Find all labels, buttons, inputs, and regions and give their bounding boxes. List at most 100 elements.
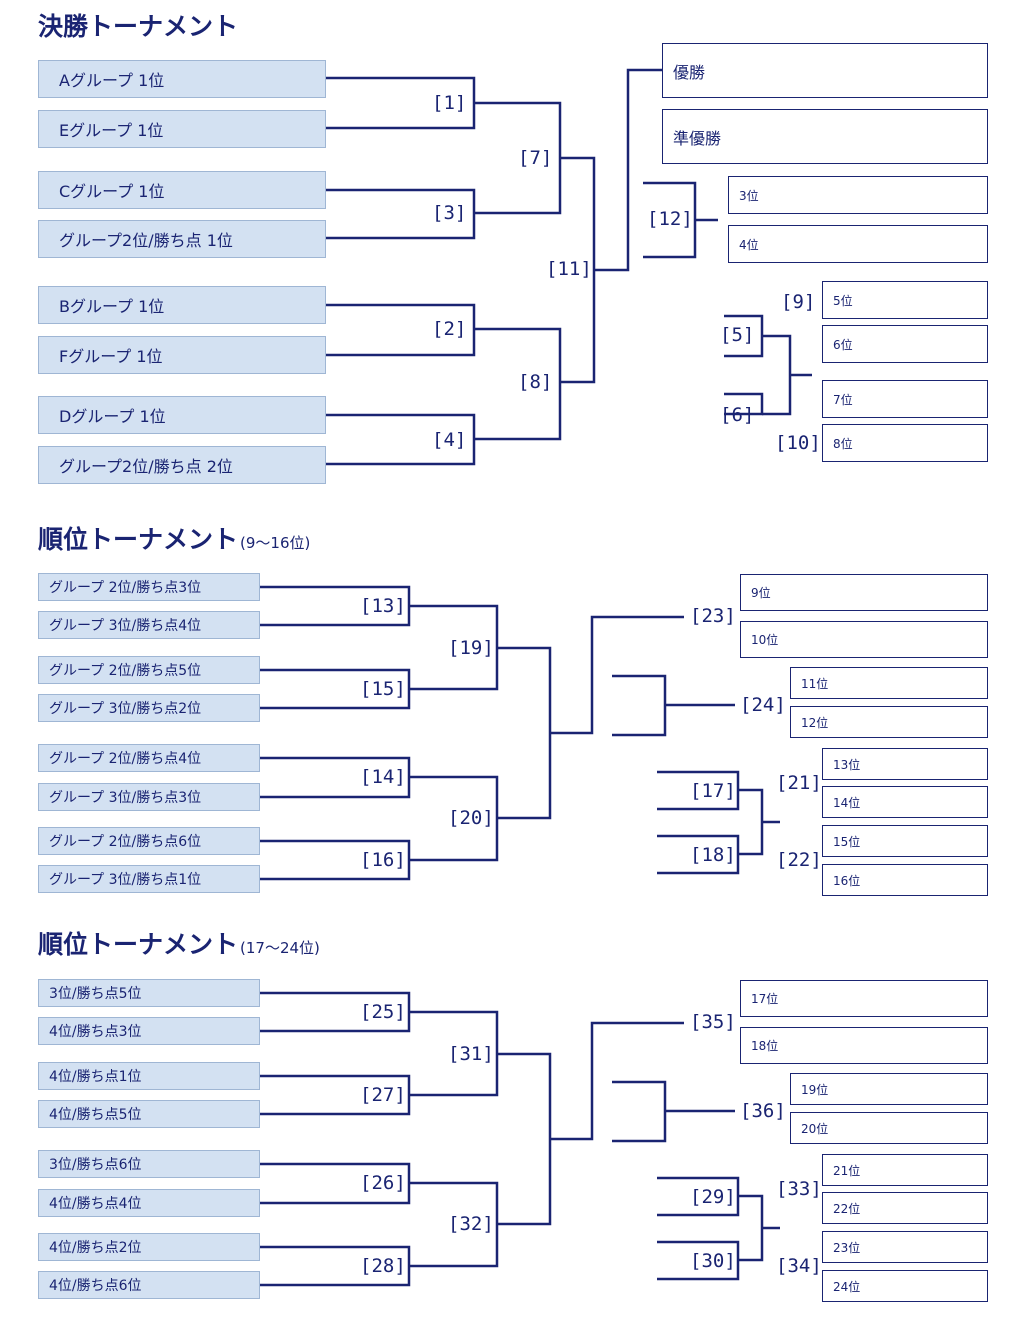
team-box: 3位/勝ち点5位 [38,979,260,1007]
bracket-line [497,1052,552,1226]
match-label: [35] [690,1011,736,1033]
match-label: [12] [647,208,693,230]
team-box: Eグループ 1位 [38,110,326,148]
bracket-line [724,392,764,416]
place-box: 11位 [790,667,988,699]
place-box: 21位 [822,1154,988,1186]
team-box: グループ 2位/勝ち点5位 [38,656,260,684]
match-label: [5] [720,324,755,346]
team-box: グループ 3位/勝ち点3位 [38,783,260,811]
title-text: 決勝トーナメント [38,12,239,41]
ranking-tournament-9-16-title: 順位トーナメント(9〜16位) [38,527,310,552]
place-box: 19位 [790,1073,988,1105]
match-label: [9] [781,291,816,313]
title-note: (17〜24位) [240,939,320,957]
place-box: 20位 [790,1112,988,1144]
match-label: [33] [776,1178,822,1200]
place-box: 18位 [740,1027,988,1064]
match-label: [10] [775,432,821,454]
match-label: [15] [360,678,406,700]
match-label: [31] [448,1043,494,1065]
place-box: 3位 [728,176,988,214]
bracket-line [474,327,562,441]
team-box: 3位/勝ち点6位 [38,1150,260,1178]
place-box: 9位 [740,574,988,611]
match-label: [21] [776,772,822,794]
team-box: 4位/勝ち点6位 [38,1271,260,1299]
place-box: 13位 [822,748,988,780]
bracket-line [550,1021,684,1141]
final-tournament-title: 決勝トーナメント [38,14,238,39]
match-label: [8] [518,371,553,393]
team-box: Aグループ 1位 [38,60,326,98]
bracket-line [738,1194,764,1262]
team-box: Cグループ 1位 [38,171,326,209]
place-box: 12位 [790,706,988,738]
place-box: 7位 [822,380,988,418]
team-box: グループ 3位/勝ち点4位 [38,611,260,639]
place-box: 17位 [740,980,988,1017]
match-label: [20] [448,807,494,829]
match-label: [27] [360,1084,406,1106]
match-label: [36] [740,1100,786,1122]
match-label: [28] [360,1255,406,1277]
team-box: 4位/勝ち点2位 [38,1233,260,1261]
match-label: [24] [740,694,786,716]
match-label: [19] [448,637,494,659]
team-box: 4位/勝ち点3位 [38,1017,260,1045]
bracket-line [497,646,552,820]
match-label: [14] [360,766,406,788]
place-box-runner-up: 準優勝 [662,109,988,164]
place-box: 23位 [822,1231,988,1263]
match-label: [29] [690,1186,736,1208]
match-label: [11] [546,258,592,280]
team-box: グループ 3位/勝ち点2位 [38,694,260,722]
match-label: [3] [432,202,467,224]
team-box: Dグループ 1位 [38,396,326,434]
place-box: 22位 [822,1192,988,1224]
place-box: 10位 [740,621,988,658]
team-box: グループ 2位/勝ち点4位 [38,744,260,772]
team-box: Bグループ 1位 [38,286,326,324]
ranking-tournament-17-24-title: 順位トーナメント(17〜24位) [38,932,320,957]
match-label: [1] [432,92,467,114]
team-box: Fグループ 1位 [38,336,326,374]
title-note: (9〜16位) [240,534,311,552]
title-text: 順位トーナメント [38,525,239,554]
team-box: グループ 2位/勝ち点3位 [38,573,260,601]
bracket-line [594,68,662,272]
team-box: グループ2位/勝ち点 2位 [38,446,326,484]
place-box: 5位 [822,281,988,319]
team-box: 4位/勝ち点5位 [38,1100,260,1128]
match-label: [13] [360,595,406,617]
place-box: 16位 [822,864,988,896]
bracket-line [738,788,764,856]
match-label: [2] [432,318,467,340]
bracket-line [762,334,792,416]
title-text: 順位トーナメント [38,930,239,959]
place-box: 6位 [822,325,988,363]
team-box: 4位/勝ち点4位 [38,1189,260,1217]
place-box-champion: 優勝 [662,43,988,98]
match-label: [4] [432,429,467,451]
match-label: [26] [360,1172,406,1194]
match-label: [18] [690,844,736,866]
bracket-line [612,674,667,737]
team-box: グループ 3位/勝ち点1位 [38,865,260,893]
match-label: [23] [690,605,736,627]
match-label: [17] [690,780,736,802]
match-label: [30] [690,1250,736,1272]
match-label: [16] [360,849,406,871]
match-label: [22] [776,849,822,871]
match-label: [25] [360,1001,406,1023]
place-box: 24位 [822,1270,988,1302]
bracket-line [550,615,684,735]
team-box: グループ2位/勝ち点 1位 [38,220,326,258]
place-box: 8位 [822,424,988,462]
place-box: 4位 [728,225,988,263]
match-label: [34] [776,1255,822,1277]
match-label: [7] [518,147,553,169]
match-label: [6] [720,404,755,426]
bracket-line [612,1080,667,1143]
